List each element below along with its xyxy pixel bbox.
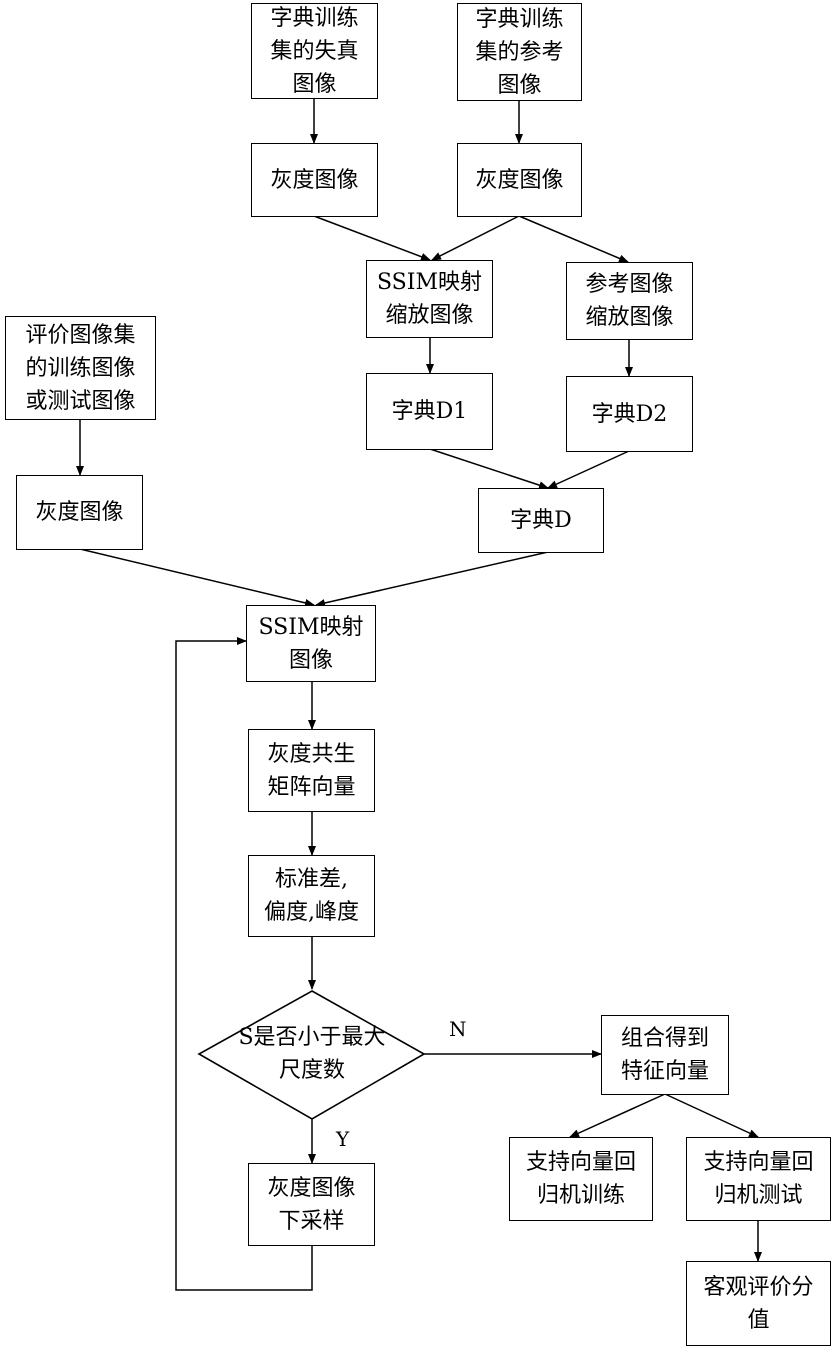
node-gray-a: 灰度图像 xyxy=(251,143,378,217)
arrow-feature-to-svr-test xyxy=(665,1094,758,1137)
arrow-feature-to-svr-train xyxy=(570,1094,665,1137)
node-dict-d2: 字典D2 xyxy=(566,376,693,452)
arrow-d1-to-d xyxy=(430,449,548,488)
node-ref-scaled: 参考图像 缩放图像 xyxy=(566,262,693,340)
node-gray-b: 灰度图像 xyxy=(457,143,582,217)
node-train-reference: 字典训练 集的参考 图像 xyxy=(457,3,582,101)
node-glcm: 灰度共生 矩阵向量 xyxy=(248,729,375,812)
edge-label-no: N xyxy=(449,1017,467,1041)
node-eval-images: 评价图像集 的训练图像 或测试图像 xyxy=(5,316,156,420)
node-ssim-map: SSIM映射 图像 xyxy=(246,605,376,682)
node-dict-d: 字典D xyxy=(478,488,604,553)
node-svr-train: 支持向量回 归机训练 xyxy=(509,1137,653,1221)
arrow-gray-c-to-ssim-map xyxy=(80,549,314,605)
arrow-gray-b-to-ref-scaled xyxy=(519,216,628,262)
node-ssim-scaled: SSIM映射 缩放图像 xyxy=(366,260,493,338)
node-gray-c: 灰度图像 xyxy=(16,475,143,550)
edge-label-yes: Y xyxy=(336,1127,349,1151)
arrow-d2-to-d xyxy=(548,451,629,488)
node-dict-d1: 字典D1 xyxy=(366,373,493,450)
arrow-gray-a-to-ssim-scaled xyxy=(314,216,430,260)
node-stats: 标准差, 偏度,峰度 xyxy=(248,855,375,937)
node-svr-test: 支持向量回 归机测试 xyxy=(686,1137,831,1221)
node-train-distorted: 字典训练 集的失真 图像 xyxy=(251,3,378,99)
decision-label: S是否小于最大 尺度数 xyxy=(205,1021,419,1087)
node-score: 客观评价分 值 xyxy=(686,1261,831,1346)
arrow-gray-b-to-ssim-scaled xyxy=(432,216,519,260)
node-feature-vector: 组合得到 特征向量 xyxy=(601,1015,729,1095)
node-downsample: 灰度图像 下采样 xyxy=(248,1163,375,1246)
arrow-d-to-ssim-map xyxy=(316,552,548,605)
